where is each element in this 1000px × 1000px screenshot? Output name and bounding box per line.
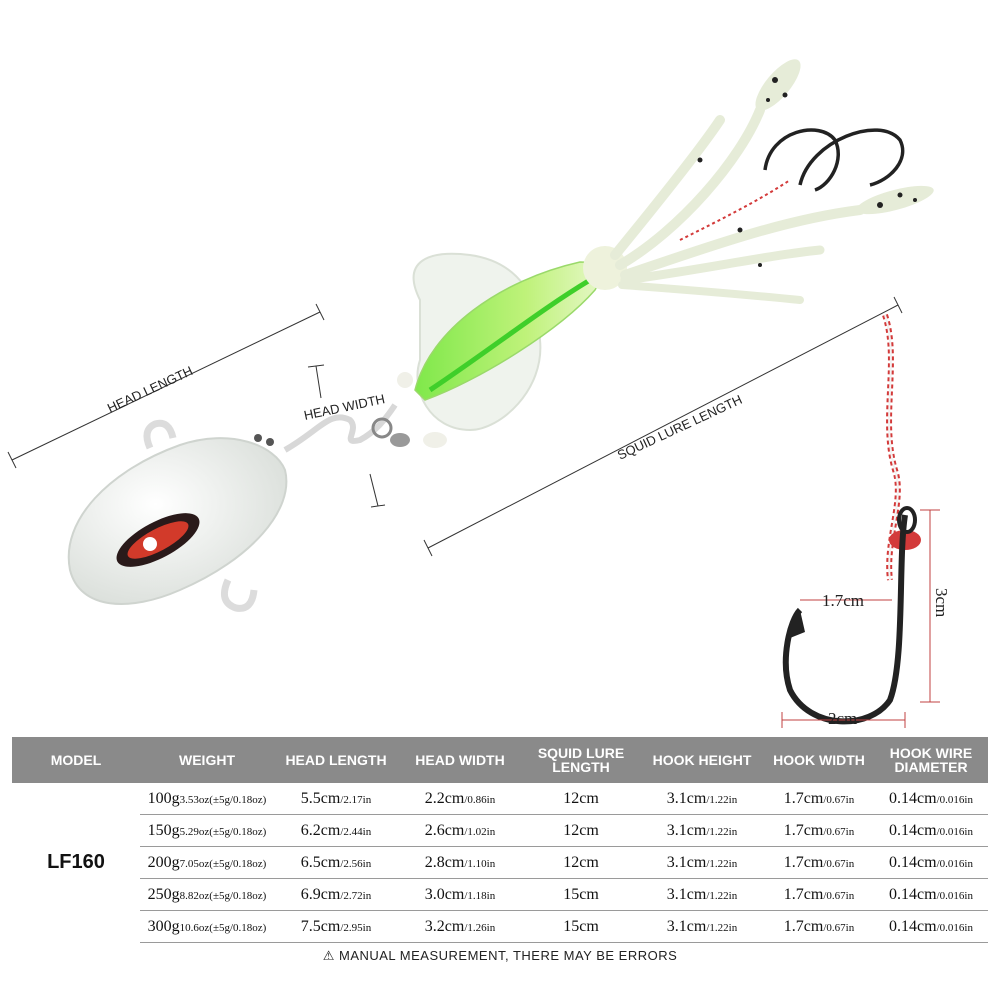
head-length-cell: 5.5cm/2.17in <box>274 783 398 815</box>
head-width-cell: 2.6cm/1.02in <box>398 814 522 847</box>
hook-height-cell: 3.1cm/1.22in <box>640 814 764 847</box>
weight-cell: 100g3.53oz(±5g/0.18oz) <box>140 783 274 815</box>
measurement-footnote: ⚠ MANUAL MEASUREMENT, THERE MAY BE ERROR… <box>0 948 1000 964</box>
model-cell: LF160 <box>47 851 105 874</box>
col-header-model: MODEL <box>12 737 140 783</box>
hook-dimensions <box>781 509 940 728</box>
hook-height-cell: 3.1cm/1.22in <box>640 783 764 815</box>
head-width-cell: 2.8cm/1.10in <box>398 846 522 879</box>
hook-width-cell: 1.7cm/0.67in <box>764 814 874 847</box>
col-header-head-width: HEAD WIDTH <box>398 737 522 783</box>
squid-length-cell: 12cm <box>522 846 640 879</box>
squid-length-cell: 15cm <box>522 910 640 943</box>
head-length-cell: 6.2cm/2.44in <box>274 814 398 847</box>
hook-height-cell: 3.1cm/1.22in <box>640 910 764 943</box>
jig-head <box>67 419 288 612</box>
head-width-dimension <box>307 364 386 508</box>
hook-width-label: 1.7cm <box>822 591 864 610</box>
table-row: 300g10.6oz(±5g/0.18oz) 7.5cm/2.95in 3.2c… <box>12 910 988 943</box>
warning-icon: ⚠ <box>322 948 335 963</box>
head-width-cell: 3.2cm/1.26in <box>398 910 522 943</box>
col-header-head-length: HEAD LENGTH <box>274 737 398 783</box>
table-row: 200g7.05oz(±5g/0.18oz) 6.5cm/2.56in 2.8c… <box>12 846 988 879</box>
head-width-cell: 2.2cm/0.86in <box>398 783 522 815</box>
wire-diameter-cell: 0.14cm/0.016in <box>874 783 988 815</box>
wire-diameter-cell: 0.14cm/0.016in <box>874 878 988 911</box>
head-length-cell: 6.9cm/2.72in <box>274 878 398 911</box>
wire-diameter-cell: 0.14cm/0.016in <box>874 910 988 943</box>
table-row: 150g5.29oz(±5g/0.18oz) 6.2cm/2.44in 2.6c… <box>12 814 988 847</box>
table-header-row: MODEL WEIGHT HEAD LENGTH HEAD WIDTH SQUI… <box>12 737 988 783</box>
squid-length-cell: 15cm <box>522 878 640 911</box>
table-row: LF160 100g3.53oz(±5g/0.18oz) 5.5cm/2.17i… <box>12 783 988 873</box>
weight-cell: 300g10.6oz(±5g/0.18oz) <box>140 910 274 943</box>
col-header-hook-wire-diameter: HOOK WIRE DIAMETER <box>874 737 988 783</box>
wire-diameter-cell: 0.14cm/0.016in <box>874 846 988 879</box>
col-header-hook-width: HOOK WIDTH <box>764 737 874 783</box>
head-length-cell: 6.5cm/2.56in <box>274 846 398 879</box>
weight-cell: 150g5.29oz(±5g/0.18oz) <box>140 814 274 847</box>
hook-height-cell: 3.1cm/1.22in <box>640 846 764 879</box>
hook-height-label: 3cm <box>932 588 951 617</box>
hook-width-cell: 1.7cm/0.67in <box>764 878 874 911</box>
weight-cell: 250g8.82oz(±5g/0.18oz) <box>140 878 274 911</box>
col-header-weight: WEIGHT <box>140 737 274 783</box>
hook-height-cell: 3.1cm/1.22in <box>640 878 764 911</box>
squid-length-label: SQUID LURE LENGTH <box>615 392 744 463</box>
head-length-cell: 7.5cm/2.95in <box>274 910 398 943</box>
squid-length-cell: 12cm <box>522 783 640 815</box>
assist-hook <box>782 314 921 725</box>
head-width-cell: 3.0cm/1.18in <box>398 878 522 911</box>
wire-swivel <box>283 372 447 453</box>
hook-width-cell: 1.7cm/0.67in <box>764 846 874 879</box>
wire-diameter-cell: 0.14cm/0.016in <box>874 814 988 847</box>
hook-gap-label: 2cm <box>828 709 857 728</box>
head-length-label: HEAD LENGTH <box>105 363 195 416</box>
spec-table: MODEL WEIGHT HEAD LENGTH HEAD WIDTH SQUI… <box>12 737 988 943</box>
head-length-dimension <box>7 303 325 469</box>
col-header-squid-lure-length: SQUID LURE LENGTH <box>522 737 640 783</box>
squid-lure <box>412 59 934 432</box>
hook-width-cell: 1.7cm/0.67in <box>764 910 874 943</box>
squid-length-dimension <box>423 296 903 557</box>
footnote-text: MANUAL MEASUREMENT, THERE MAY BE ERRORS <box>338 948 678 963</box>
product-illustration: HEAD LENGTH HEAD WIDTH SQUID LURE LENGTH… <box>7 59 951 728</box>
weight-cell: 200g7.05oz(±5g/0.18oz) <box>140 846 274 879</box>
hook-width-cell: 1.7cm/0.67in <box>764 783 874 815</box>
table-row: 250g8.82oz(±5g/0.18oz) 6.9cm/2.72in 3.0c… <box>12 878 988 911</box>
col-header-hook-height: HOOK HEIGHT <box>640 737 764 783</box>
squid-length-cell: 12cm <box>522 814 640 847</box>
